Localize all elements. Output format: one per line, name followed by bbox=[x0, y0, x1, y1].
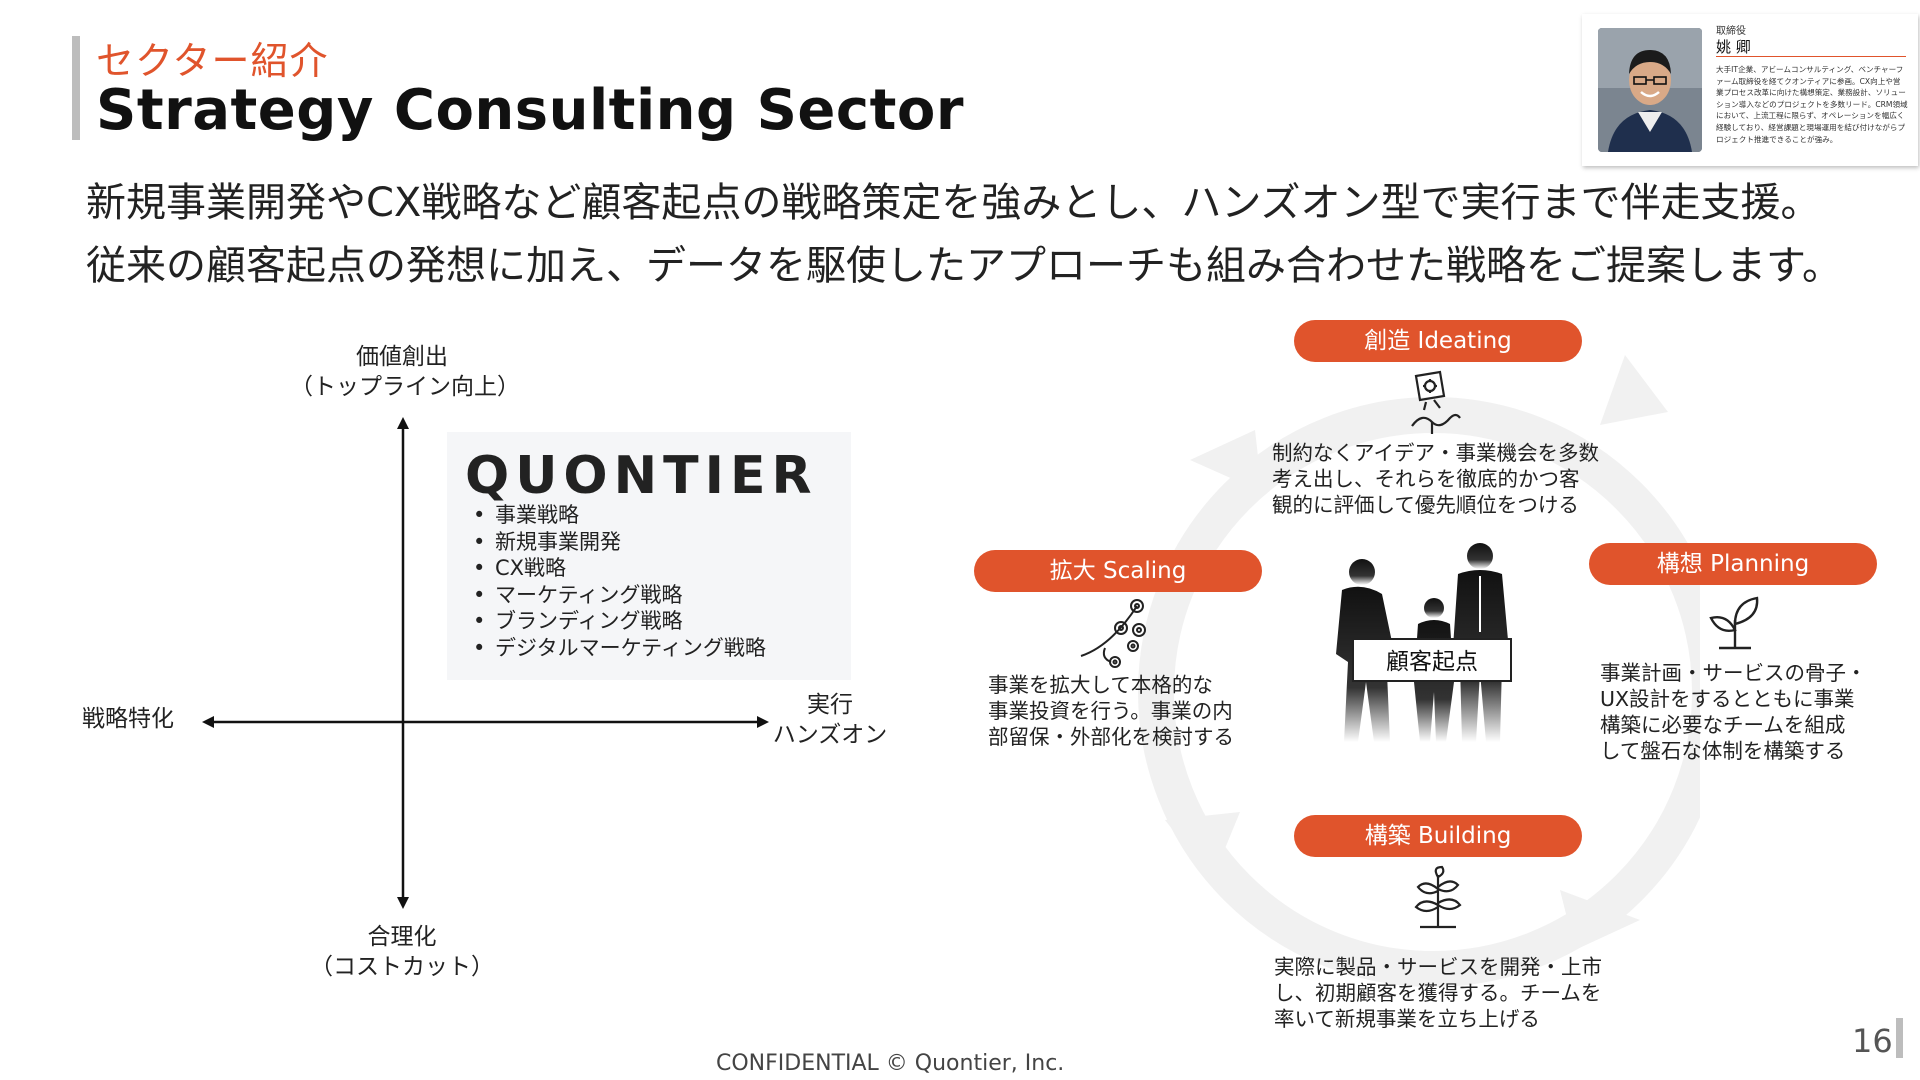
profile-name: 姚 卿 bbox=[1716, 38, 1751, 56]
axis-label-bottom: 合理化 （コストカット） bbox=[310, 924, 494, 980]
confidential-footer: CONFIDENTIAL © Quontier, Inc. bbox=[716, 1051, 1065, 1076]
axis-label-top: 価値創出 （トップライン向上） bbox=[290, 344, 520, 400]
young-plant-icon bbox=[1414, 865, 1462, 929]
phase-building-description: 実際に製品・サービスを開発・上市 し、初期顧客を獲得する。チームを 率いて新規事… bbox=[1274, 955, 1602, 1031]
page-number: 16 bbox=[1852, 1022, 1893, 1060]
phase-scaling-description: 事業を拡大して本格的な 事業投資を行う。事業の内 部留保・外部化を検討する bbox=[988, 673, 1234, 749]
profile-bio: 大手IT企業、アビームコンサルティング、ベンチャーファーム取締役を経てクオンティ… bbox=[1716, 65, 1908, 144]
list-item: •事業戦略 bbox=[473, 503, 579, 527]
axis-label-left: 戦略特化 bbox=[82, 706, 174, 732]
profile-divider bbox=[1716, 56, 1906, 57]
quontier-logo: QUONTIER bbox=[465, 446, 818, 506]
phase-scaling-pill: 拡大 Scaling bbox=[974, 550, 1262, 592]
list-item: •新規事業開発 bbox=[473, 529, 621, 554]
lead-text-line-2: 従来の顧客起点の発想に加え、データを駆使したアプローチも組み合わせた戦略をご提案… bbox=[86, 243, 1842, 289]
axis-label-right: 実行 ハンズオン bbox=[772, 692, 888, 748]
flower-branch-icon bbox=[1080, 599, 1146, 668]
center-customer-label: 顧客起点 bbox=[1352, 638, 1512, 682]
person-photo-icon bbox=[1598, 28, 1702, 152]
quontier-position-box: QUONTIER •事業戦略 •新規事業開発 •CX戦略 •マーケティング戦略 … bbox=[447, 432, 851, 680]
sector-service-list: •事業戦略 •新規事業開発 •CX戦略 •マーケティング戦略 •ブランディング戦… bbox=[465, 502, 766, 662]
page-title: Strategy Consulting Sector bbox=[96, 78, 964, 143]
page-number-bar bbox=[1896, 1018, 1903, 1058]
section-subtitle: セクター紹介 bbox=[96, 39, 329, 83]
idea-pot-icon bbox=[1411, 370, 1461, 434]
phase-ideating-pill: 創造 Ideating bbox=[1294, 320, 1582, 362]
profile-card: 取締役 姚 卿 大手IT企業、アビームコンサルティング、ベンチャーファーム取締役… bbox=[1582, 14, 1918, 166]
title-accent-bar bbox=[72, 36, 80, 140]
list-item: •マーケティング戦略 bbox=[473, 582, 683, 607]
sprout-icon bbox=[1709, 596, 1759, 650]
phase-building-pill: 構築 Building bbox=[1294, 815, 1582, 857]
cycle-ring bbox=[1138, 355, 1700, 987]
avatar bbox=[1598, 28, 1702, 152]
list-item: •CX戦略 bbox=[473, 556, 567, 581]
quadrant-axes bbox=[202, 417, 769, 909]
phase-ideating-description: 制約なくアイデア・事業機会を多数 考え出し、それらを徹底的かつ客 観的に評価して… bbox=[1272, 441, 1599, 517]
list-item: •ブランディング戦略 bbox=[473, 609, 683, 634]
phase-planning-pill: 構想 Planning bbox=[1589, 543, 1877, 585]
phase-planning-description: 事業計画・サービスの骨子・ UX設計をするとともに事業 構築に必要なチームを組成… bbox=[1600, 661, 1867, 763]
list-item: •デジタルマーケティング戦略 bbox=[473, 635, 766, 660]
profile-role: 取締役 bbox=[1716, 26, 1746, 37]
lead-text-line-1: 新規事業開発やCX戦略など顧客起点の戦略策定を強みとし、ハンズオン型で実行まで伴… bbox=[86, 180, 1821, 226]
